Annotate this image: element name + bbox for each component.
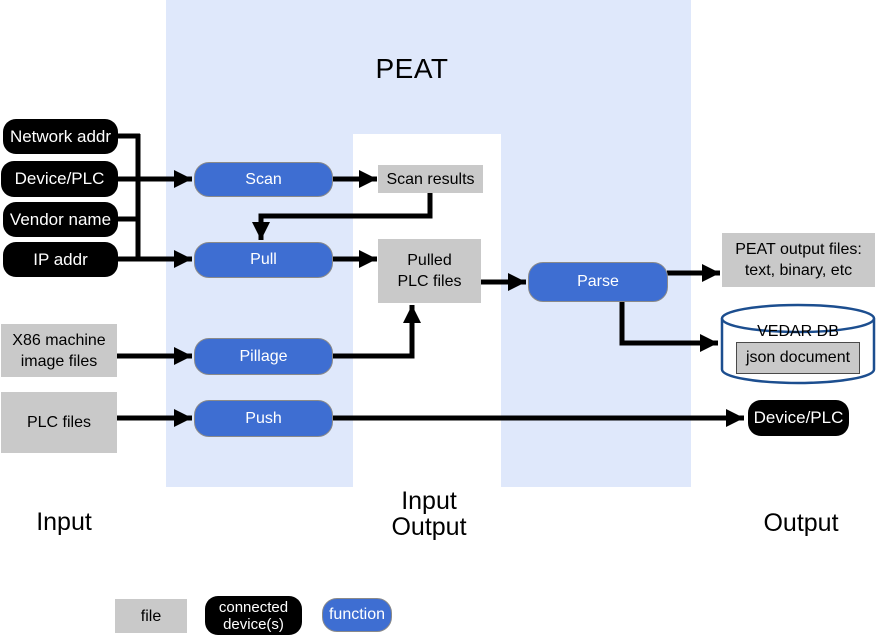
node-pulled-plc-files: Pulled PLC files bbox=[378, 239, 481, 303]
legend-file-label: file bbox=[140, 607, 162, 625]
node-scan-label: Scan bbox=[245, 170, 282, 188]
node-peat-output-files-line1: PEAT output files: bbox=[735, 241, 862, 258]
diagram-title: PEAT bbox=[375, 53, 449, 84]
node-scan-function: Scan bbox=[194, 162, 333, 197]
node-plc-files: PLC files bbox=[1, 392, 117, 453]
arrow-parse-to-vedar-db bbox=[619, 302, 718, 352]
node-ip-addr-label: IP addr bbox=[33, 249, 88, 269]
node-pull-function: Pull bbox=[194, 242, 333, 278]
node-pillage-label: Pillage bbox=[239, 347, 288, 365]
node-parse-label: Parse bbox=[577, 273, 619, 290]
legend-function-label: function bbox=[328, 606, 386, 623]
legend-connected-devices-line2: device(s) bbox=[223, 615, 284, 633]
section-label-input: Input bbox=[36, 508, 92, 536]
arrow-pillage-to-pulled-files bbox=[333, 305, 421, 359]
node-vendor-name-label: Vendor name bbox=[9, 209, 112, 229]
node-network-addr-label: Network addr bbox=[9, 126, 112, 146]
node-peat-output-files-line2: text, binary, etc bbox=[744, 262, 853, 279]
node-device-plc-output: Device/PLC bbox=[748, 400, 849, 436]
section-label-input-output: Input Output bbox=[391, 488, 466, 540]
legend-connected-devices: connected device(s) bbox=[205, 596, 302, 635]
node-x86-image-files: X86 machine image files bbox=[1, 324, 117, 377]
node-ip-addr: IP addr bbox=[3, 242, 118, 277]
node-parse-function: Parse bbox=[528, 262, 668, 302]
node-scan-results: Scan results bbox=[378, 165, 483, 193]
node-vedar-db-label: VEDAR DB bbox=[757, 323, 839, 340]
section-label-input-output-line2: Output bbox=[391, 513, 467, 541]
node-plc-files-label: PLC files bbox=[26, 414, 92, 431]
node-json-document: json document bbox=[736, 342, 860, 374]
arrow-scan-results-to-pull bbox=[252, 193, 433, 240]
node-device-plc-output-label: Device/PLC bbox=[753, 408, 844, 427]
node-pulled-plc-files-line1: Pulled bbox=[407, 252, 452, 269]
node-push-label: Push bbox=[245, 409, 282, 427]
node-device-plc-input: Device/PLC bbox=[1, 161, 118, 197]
node-vedar-db: VEDAR DB json document bbox=[720, 303, 876, 385]
node-device-plc-input-label: Device/PLC bbox=[14, 169, 105, 188]
node-pillage-function: Pillage bbox=[194, 338, 333, 375]
node-vendor-name: Vendor name bbox=[3, 202, 118, 237]
node-peat-output-files: PEAT output files: text, binary, etc bbox=[722, 233, 875, 287]
node-network-addr: Network addr bbox=[3, 119, 118, 154]
node-push-function: Push bbox=[194, 400, 333, 437]
legend-function: function bbox=[322, 598, 392, 632]
node-scan-results-label: Scan results bbox=[386, 170, 475, 188]
legend-file: file bbox=[115, 599, 187, 633]
node-x86-image-files-line2: image files bbox=[20, 352, 98, 370]
section-label-output: Output bbox=[763, 509, 839, 537]
node-pull-label: Pull bbox=[250, 251, 277, 268]
node-pulled-plc-files-line2: PLC files bbox=[397, 273, 462, 290]
node-x86-image-files-line1: X86 machine bbox=[12, 331, 106, 349]
legend-connected-devices-line1: connected bbox=[218, 598, 289, 616]
node-json-document-label: json document bbox=[745, 349, 851, 366]
section-label-input-output-line1: Input bbox=[401, 487, 457, 515]
